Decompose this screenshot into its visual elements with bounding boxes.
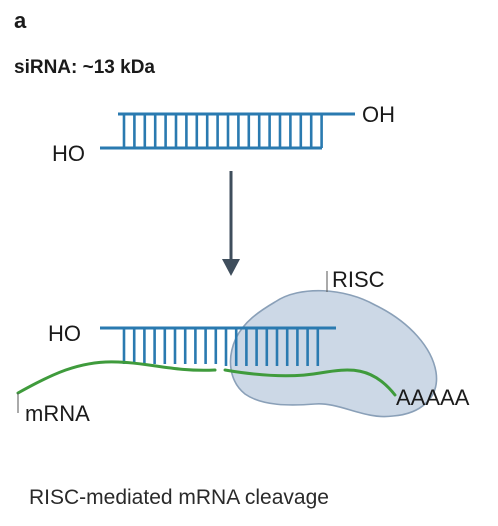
risc-label: RISC: [332, 267, 385, 292]
arrow-down-icon: [222, 171, 240, 276]
mrna-label: mRNA: [25, 401, 90, 426]
mrna-three-prime-fragment: [223, 368, 397, 397]
five-prime-ho-label: HO: [52, 141, 85, 166]
figure-header: siRNA: ~13 kDa: [14, 57, 155, 78]
panel-label: a: [14, 8, 27, 33]
guide-ho-label: HO: [48, 321, 81, 346]
polya-tail-label: AAAAA: [396, 385, 470, 410]
base-pairs: [122, 114, 323, 148]
mrna-five-prime-fragment: [16, 360, 217, 395]
diagram-caption: RISC-mediated mRNA cleavage: [29, 486, 329, 509]
guide-mrna-pairs: [122, 328, 320, 366]
sirna-duplex: [100, 112, 355, 150]
three-prime-oh-label: OH: [362, 102, 395, 127]
